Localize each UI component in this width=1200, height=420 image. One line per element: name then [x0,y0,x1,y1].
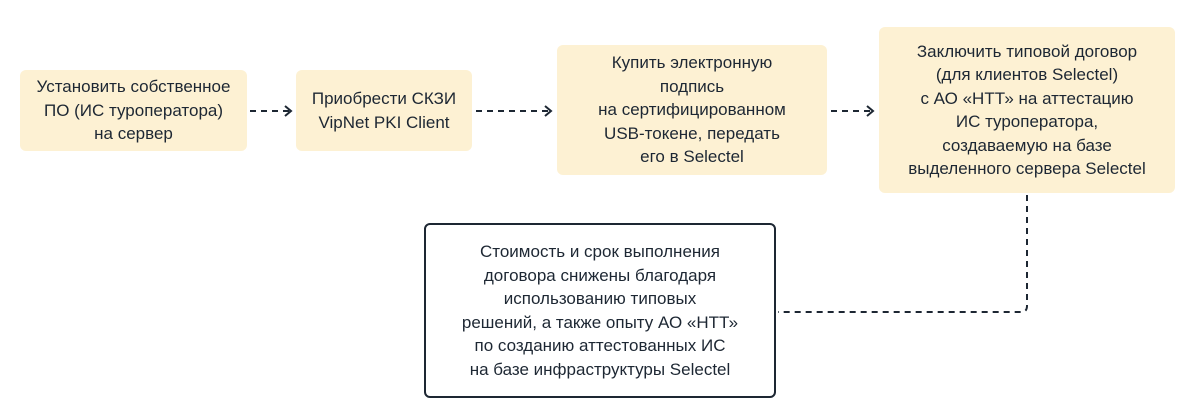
step-buy-skzi: Приобрести СКЗИ VipNet PKI Client [296,70,472,151]
step-text: Установить собственное ПО (ИС туроперато… [36,77,231,144]
step-text: Приобрести СКЗИ VipNet PKI Client [311,89,457,132]
note-box: Стоимость и срок выполнения договора сни… [424,223,776,398]
note-connector [778,195,1028,313]
step-buy-signature: Купить электронную подпись на сертифицир… [557,45,827,175]
step-text: Заключить типовой договор (для клиентов … [908,41,1146,179]
step-sign-contract: Заключить типовой договор (для клиентов … [879,27,1175,193]
step-text: Купить электронную подпись на сертифицир… [598,53,786,167]
step-install-software: Установить собственное ПО (ИС туроперато… [20,70,247,151]
note-text: Стоимость и срок выполнения договора сни… [461,242,739,379]
